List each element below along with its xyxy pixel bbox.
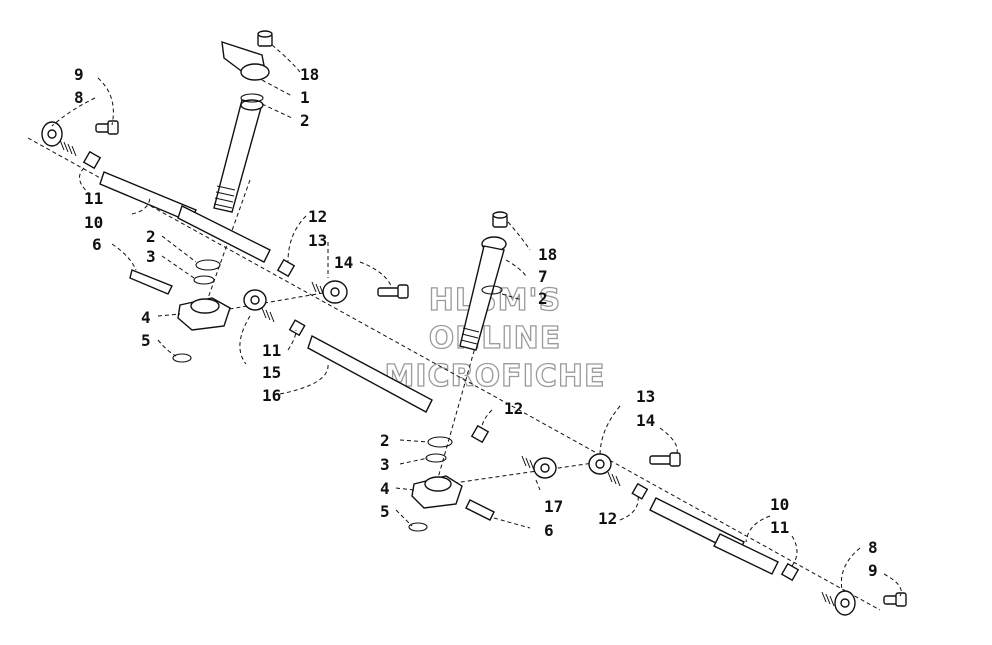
callout-18-right: 18	[538, 245, 557, 264]
watermark-line-2: ONLINE	[429, 321, 562, 356]
o-ring-right	[481, 285, 503, 295]
tie-rod-left-segment-b	[177, 205, 271, 263]
callout-8-right: 8	[868, 538, 878, 557]
callout-2-upper: 2	[300, 111, 310, 130]
callout-12-upper: 12	[308, 207, 327, 226]
bolt-right	[465, 499, 495, 521]
cap-screw-right	[492, 211, 508, 228]
callout-labels: 18 1 2 9 8 11 10 2 3 6 4 5 12 13 14 11 1…	[74, 65, 878, 580]
cap-screw-left	[257, 30, 273, 47]
callout-5-left: 5	[141, 331, 151, 350]
callout-13-left: 13	[308, 231, 327, 250]
bushing-right	[425, 453, 447, 463]
callout-17: 17	[544, 497, 563, 516]
callout-3-right: 3	[380, 455, 390, 474]
left-steering-axis-line	[201, 179, 251, 316]
cap-screw-middle-right	[649, 452, 681, 467]
watermark-line-1: HLSM'S	[429, 283, 561, 318]
tie-rod-axis-line	[27, 137, 881, 611]
watermark-line-3: MICROFICHE	[385, 359, 606, 394]
callout-12-middle: 12	[504, 399, 523, 418]
callout-4-right: 4	[380, 479, 390, 498]
callout-2-right-post: 2	[538, 289, 548, 308]
cap-screw-middle-left	[377, 284, 409, 299]
tie-rod-center	[307, 334, 433, 413]
cap-screw-bottom-right	[883, 592, 907, 607]
cotter-pin-left	[172, 353, 192, 363]
bolt-left	[129, 269, 173, 295]
bushing-left	[193, 275, 215, 285]
steering-post-right	[459, 236, 507, 351]
callout-6-left: 6	[92, 235, 102, 254]
tie-rod-right-segment-b	[713, 533, 779, 575]
right-steering-axis-line	[435, 329, 481, 486]
jam-nut-middle-left	[276, 258, 296, 278]
cap-screw-top-left	[95, 120, 119, 135]
rod-end-center-left	[243, 289, 275, 323]
jam-nut-right	[631, 482, 649, 500]
callout-12-lower: 12	[598, 509, 617, 528]
callout-9-right: 9	[868, 561, 878, 580]
callout-10-left: 10	[84, 213, 103, 232]
callout-11-right: 11	[770, 518, 789, 537]
jam-nut-far-right	[780, 562, 800, 582]
rod-end-middle-right	[588, 453, 621, 487]
cotter-pin-right	[408, 522, 428, 532]
callout-3-left: 3	[146, 247, 156, 266]
callout-2-right: 2	[380, 431, 390, 450]
callout-6-right: 6	[544, 521, 554, 540]
callout-2-left: 2	[146, 227, 156, 246]
callout-15: 15	[262, 363, 281, 382]
rod-end-middle-left	[311, 280, 348, 304]
rod-end-left	[41, 121, 77, 157]
callout-13-right: 13	[636, 387, 655, 406]
steering-post-left	[213, 40, 270, 213]
callout-5-right: 5	[380, 502, 390, 521]
callout-16: 16	[262, 386, 281, 405]
right-cross-axis-line	[439, 461, 601, 486]
jam-nut-middle-right	[470, 424, 490, 444]
leader-lines	[51, 44, 902, 597]
callout-9-left: 9	[74, 65, 84, 84]
washer-right	[427, 436, 453, 448]
callout-11-center: 11	[262, 341, 281, 360]
callout-14-right: 14	[636, 411, 655, 430]
callout-18-left: 18	[300, 65, 319, 84]
rod-end-right	[821, 590, 856, 616]
callout-4-left: 4	[141, 308, 151, 327]
rod-end-center-right	[521, 455, 557, 479]
callout-7: 7	[538, 267, 548, 286]
callout-14-left: 14	[334, 253, 353, 272]
callout-8-left: 8	[74, 88, 84, 107]
jam-nut-center	[288, 319, 306, 337]
o-ring-upper-left	[240, 93, 264, 103]
callout-1: 1	[300, 88, 310, 107]
pitman-arm-left	[177, 297, 231, 331]
callout-10-right: 10	[770, 495, 789, 514]
washer-left	[195, 259, 221, 271]
pitman-arm-right	[411, 475, 463, 509]
jam-nut-left	[82, 150, 102, 170]
callout-11-left: 11	[84, 189, 103, 208]
